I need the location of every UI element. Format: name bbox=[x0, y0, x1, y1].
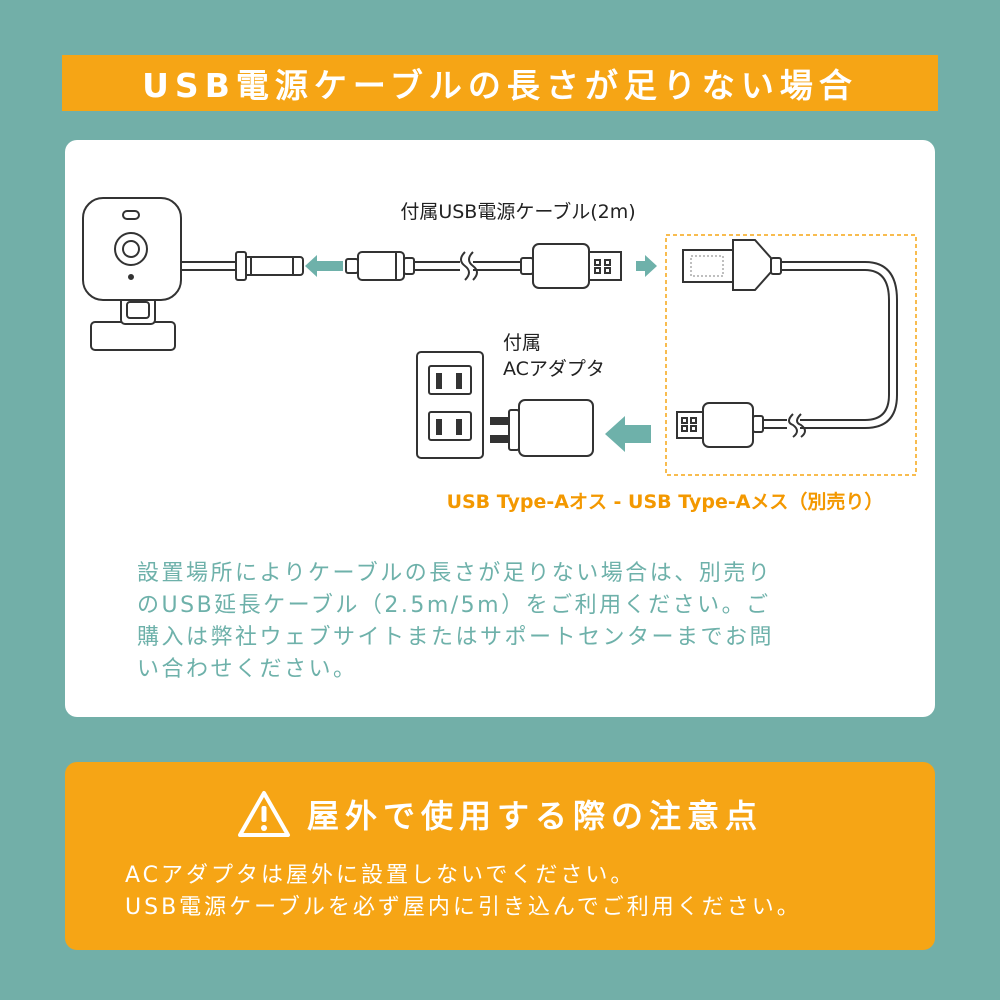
arrow-right-icon bbox=[636, 255, 657, 277]
ac-adapter-illustration bbox=[490, 399, 594, 457]
cable-usb-c-end bbox=[345, 251, 521, 281]
note-line: 設置場所によりケーブルの長さが足りない場合は、別売り bbox=[137, 561, 773, 586]
warning-title: 屋外で使用する際の注意点 bbox=[65, 790, 935, 838]
arrow-left-icon bbox=[305, 255, 343, 277]
warning-body: ACアダプタは屋外に設置しないでください。 USB電源ケーブルを必ず屋内に引き込… bbox=[125, 860, 905, 924]
usb-a-plug bbox=[520, 243, 622, 289]
extension-cable bbox=[676, 239, 898, 448]
note-line: のUSB延長ケーブル（2.5m/5m）をご利用ください。ご bbox=[137, 593, 771, 618]
warning-triangle-icon bbox=[237, 791, 290, 837]
note-line: い合わせください。 bbox=[137, 657, 358, 682]
warning-line: ACアダプタは屋外に設置しないでください。 bbox=[125, 863, 636, 888]
info-card: 付属USB電源ケーブル(2m) 付属 ACアダプタ USB Type-Aオス -… bbox=[65, 140, 935, 717]
extension-cable-label: USB Type-Aオス - USB Type-Aメス（別売り） bbox=[446, 491, 884, 513]
adapter-label-line: 付属 bbox=[503, 332, 542, 354]
cable-label: 付属USB電源ケーブル(2m) bbox=[400, 201, 636, 223]
adapter-label-line: ACアダプタ bbox=[503, 358, 605, 380]
warning-line: USB電源ケーブルを必ず屋内に引き込んでご利用ください。 bbox=[125, 895, 802, 920]
warning-panel: 屋外で使用する際の注意点 ACアダプタは屋外に設置しないでください。 USB電源… bbox=[65, 762, 935, 950]
arrow-left-icon bbox=[605, 416, 651, 452]
connection-diagram bbox=[82, 197, 917, 476]
warning-title-text: 屋外で使用する際の注意点 bbox=[306, 797, 763, 835]
adapter-label: 付属 ACアダプタ bbox=[503, 330, 605, 382]
title-banner: USB電源ケーブルの長さが足りない場合 bbox=[62, 55, 938, 111]
page-title: USB電源ケーブルの長さが足りない場合 bbox=[142, 66, 858, 105]
camera-illustration bbox=[82, 197, 241, 351]
note-line: 購入は弊社ウェブサイトまたはサポートセンターまでお問 bbox=[137, 625, 775, 650]
wall-outlet-illustration bbox=[416, 351, 484, 459]
note-text: 設置場所によりケーブルの長さが足りない場合は、別売り のUSB延長ケーブル（2.… bbox=[137, 558, 877, 686]
usb-c-plug-camera bbox=[235, 251, 304, 281]
